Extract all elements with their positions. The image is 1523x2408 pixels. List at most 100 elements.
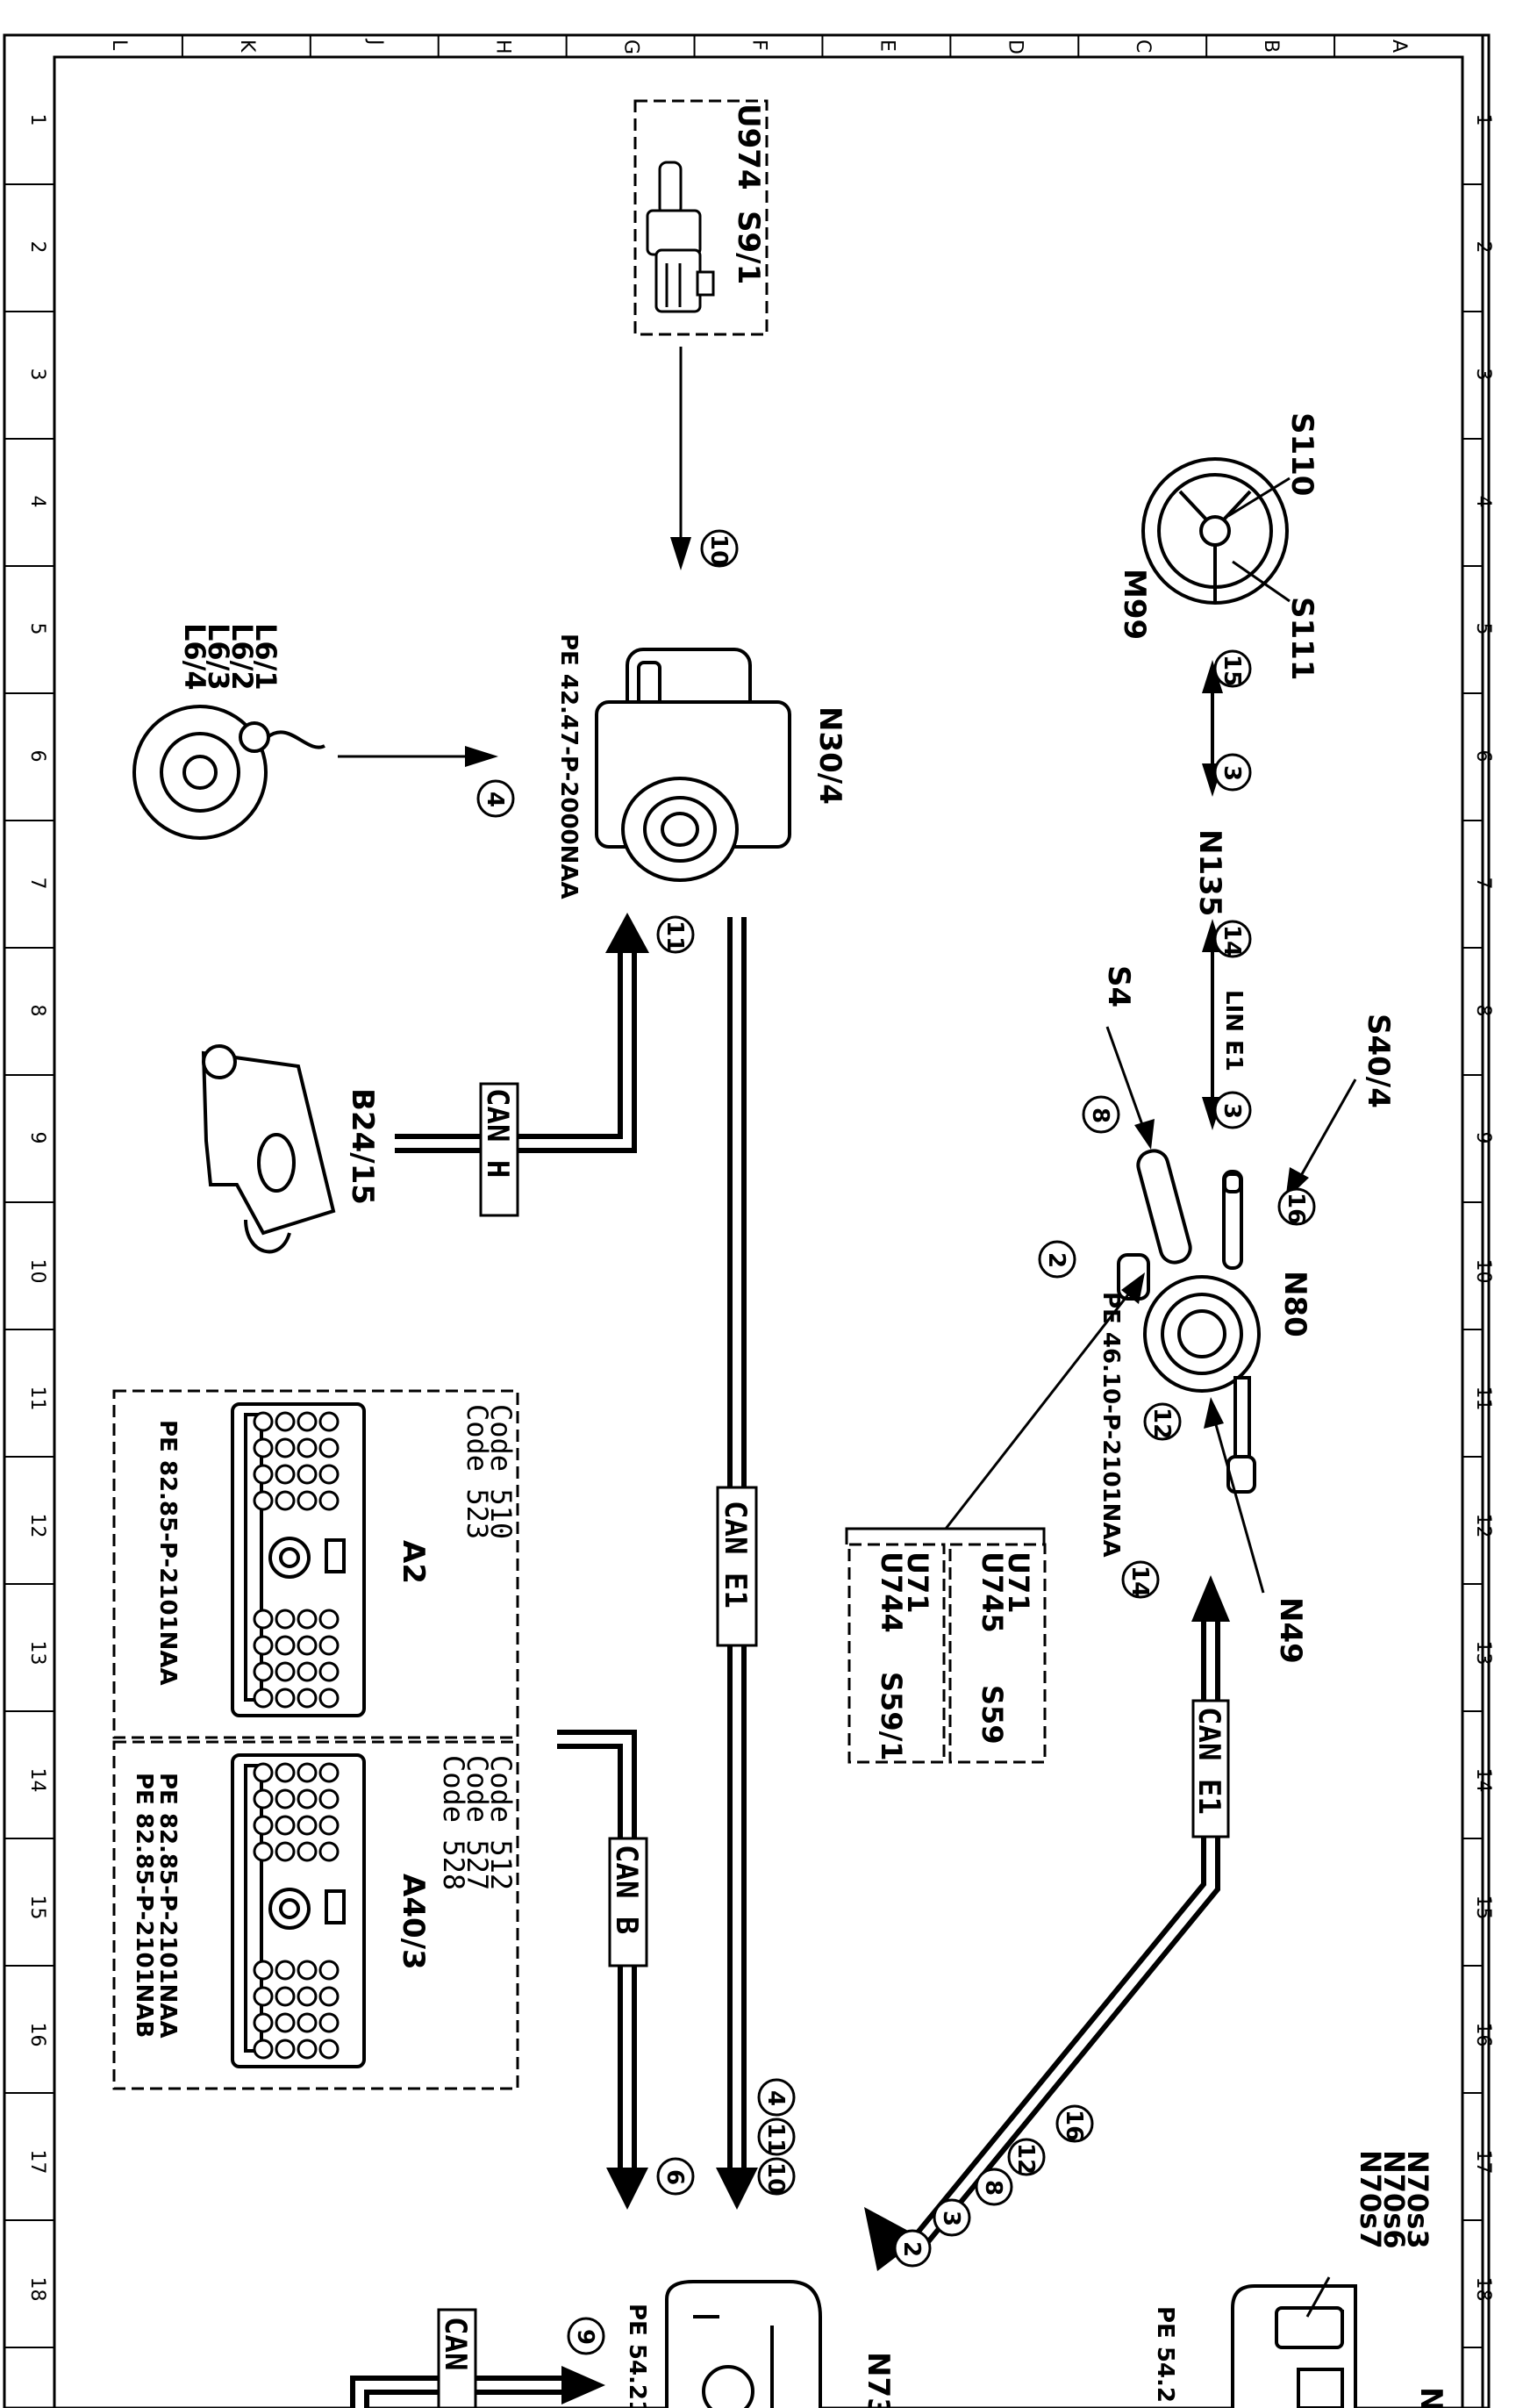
label-n30-4-ref: PE 42.47-P-2000NAA <box>555 634 582 899</box>
ruler-letter: H <box>492 39 514 54</box>
radio-button-dot <box>253 1815 274 1836</box>
radio-button-dot <box>318 1464 340 1485</box>
callout-circle <box>567 2317 605 2355</box>
ruler-number-left: 14 <box>26 1768 48 1793</box>
ruler-number-right: 7 <box>1472 878 1494 890</box>
ruler-letter: A <box>1388 39 1410 53</box>
ruler-number-right: 4 <box>1472 496 1494 508</box>
can-e1-right-bus: CAN E1 <box>864 1575 1230 2271</box>
ruler-number-right: 17 <box>1472 2150 1494 2175</box>
callout-number: 15 <box>1219 655 1245 686</box>
radio-button-dot <box>318 1635 340 1656</box>
can-e1-right-label: CAN E1 <box>1191 1707 1226 1815</box>
callout-number: 8 <box>980 2180 1006 2196</box>
can-e1-main-bus: CAN E1 <box>716 917 758 2210</box>
label-lin-e1: LIN E1 <box>1220 990 1247 1071</box>
radio-a2-buttons <box>253 1411 340 1709</box>
ruler-letter: C <box>1132 39 1154 53</box>
ruler-number-left: 16 <box>26 2023 48 2047</box>
radio-button-dot <box>253 1688 274 1709</box>
callout-circle <box>656 915 695 954</box>
radio-button-dot <box>297 1986 318 2007</box>
callout-number: 16 <box>1283 1193 1309 1224</box>
radio-button-dot <box>318 1411 340 1432</box>
ruler-number-left: 4 <box>26 496 48 508</box>
radio-button-dot <box>275 1986 296 2007</box>
radio-button-dot <box>275 1411 296 1432</box>
head-unit-a40-3-buttons <box>253 1762 340 2060</box>
radio-button-dot <box>297 1661 318 1682</box>
radio-button-dot <box>318 1490 340 1511</box>
ruler-number-left: 11 <box>26 1387 48 1411</box>
label-a2-code2: Code 523 <box>461 1404 494 1539</box>
label-s110: S110 <box>1284 412 1319 496</box>
radio-button-dot <box>297 1960 318 1981</box>
radio-button-dot <box>297 1437 318 1458</box>
radio-button-dot <box>275 1464 296 1485</box>
outer-frame <box>3 33 1491 2408</box>
radio-button-dot <box>318 1437 340 1458</box>
callout-circle <box>757 2118 796 2156</box>
radio-button-dot <box>253 1437 274 1458</box>
callout-circle <box>757 2078 796 2117</box>
label-n80-ref: PE 46.10-P-2101NAA <box>1098 1292 1124 1558</box>
ruler-number-right: 11 <box>1472 1387 1494 1411</box>
ruler-number-left: 5 <box>26 623 48 635</box>
ruler-letter: J <box>364 38 386 46</box>
radio-button-dot <box>253 1490 274 1511</box>
label-u744: U744 <box>875 1552 908 1633</box>
label-l6-4: L6/4 <box>178 623 211 691</box>
label-s4: S4 <box>1101 965 1136 1007</box>
label-n30-4: N30/4 <box>812 706 847 805</box>
callout-number: 14 <box>1126 1566 1153 1597</box>
radio-button-dot <box>318 1609 340 1630</box>
radio-button-dot <box>253 1661 274 1682</box>
ruler-number-left: 9 <box>26 1132 48 1144</box>
radio-button-dot <box>253 1841 274 1862</box>
ruler-letter: L <box>108 39 130 51</box>
ruler-number-right: 10 <box>1472 1259 1494 1284</box>
a2-box <box>112 1389 519 1739</box>
callout-number: 16 <box>1061 2110 1087 2141</box>
radio-button-dot <box>275 1788 296 1810</box>
ruler-number-right: 3 <box>1472 369 1494 381</box>
label-l6-3: L6/3 <box>202 623 235 691</box>
ruler-number-right: 2 <box>1472 241 1494 254</box>
callout-circle <box>656 2157 695 2196</box>
label-a40-ref1: PE 82.85-P-2101NAA <box>154 1773 181 2039</box>
label-l6-2: L6/2 <box>225 623 259 691</box>
radio-button-dot <box>275 1762 296 1783</box>
ruler-number-right: 14 <box>1472 1768 1494 1793</box>
radio-button-dot <box>253 2012 274 2033</box>
callout-number: 2 <box>898 2241 925 2257</box>
callout-number: 3 <box>1219 1103 1245 1119</box>
can-h-bus: CAN H <box>395 913 649 1217</box>
ruler-letter: G <box>620 39 642 54</box>
callout-number: 3 <box>938 2211 964 2226</box>
radio-button-dot <box>297 1762 318 1783</box>
can-h-label: CAN H <box>480 1088 515 1178</box>
radio-button-dot <box>297 1464 318 1485</box>
label-s40-4: S40/4 <box>1361 1014 1396 1108</box>
a40-3-box <box>112 1740 519 2090</box>
radio-button-dot <box>318 1841 340 1862</box>
callout-number: 14 <box>1219 925 1245 957</box>
callout-number: 6 <box>661 2169 688 2185</box>
radio-button-dot <box>318 1788 340 1810</box>
ruler-number-right: 13 <box>1472 1641 1494 1666</box>
ruler-letter: D <box>1004 39 1026 54</box>
label-n70s3: N70s3 <box>1401 2150 1434 2249</box>
callout-circle <box>1121 1560 1160 1599</box>
radio-button-dot <box>253 1464 274 1485</box>
radio-button-dot <box>253 2039 274 2060</box>
callout-number: 12 <box>1148 1408 1175 1439</box>
radio-button-dot <box>318 1815 340 1836</box>
radio-button-dot <box>275 2012 296 2033</box>
u974-box <box>633 99 769 336</box>
yaw-sensor-icon <box>201 1044 336 1254</box>
label-n70: N <box>1413 2387 1448 2408</box>
radio-button-dot <box>318 1688 340 1709</box>
radio-button-dot <box>297 1490 318 1511</box>
radio-button-dot <box>253 1960 274 1981</box>
